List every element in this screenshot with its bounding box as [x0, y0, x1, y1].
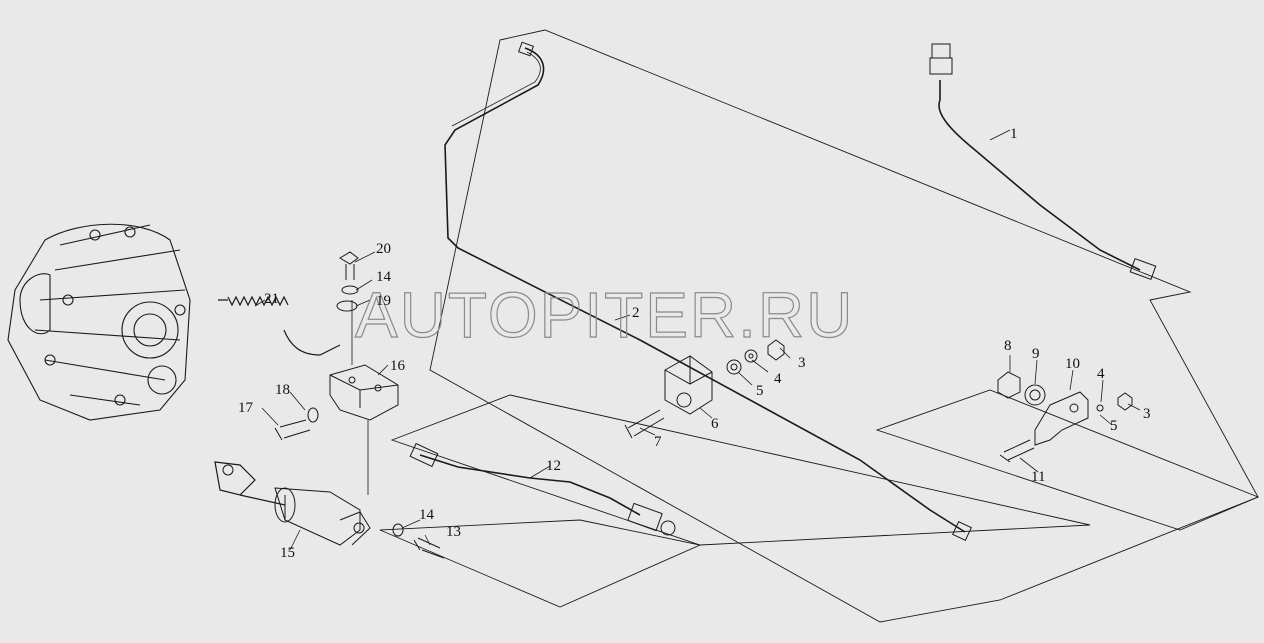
callout-15: 15	[280, 545, 295, 561]
plane-bottom	[379, 519, 702, 608]
callout-3-right: 3	[1143, 406, 1151, 422]
pipe-12	[419, 454, 641, 516]
callout-7: 7	[654, 434, 662, 450]
pipe-2	[444, 47, 966, 533]
callout-17: 17	[238, 400, 254, 416]
callout-4-right: 4	[1097, 366, 1105, 382]
callout-12: 12	[546, 458, 561, 474]
clip-block-6	[664, 355, 713, 415]
plane-right	[875, 389, 1260, 531]
callout-21: 21	[264, 291, 279, 307]
callout-13: 13	[446, 524, 461, 540]
cylinder-15	[274, 487, 361, 546]
callout-14-lower: 14	[419, 507, 435, 523]
callout-3: 3	[798, 355, 806, 371]
plane-left	[390, 394, 1091, 546]
washer-9	[1024, 384, 1046, 406]
callout-16: 16	[390, 358, 406, 374]
callout-1: 1	[1010, 126, 1018, 142]
callout-20: 20	[376, 241, 391, 257]
nut-8	[997, 371, 1021, 399]
callout-18: 18	[275, 382, 290, 398]
callout-9: 9	[1032, 346, 1040, 362]
callout-11: 11	[1031, 469, 1045, 485]
callout-2: 2	[632, 305, 640, 321]
spring-21	[218, 295, 341, 356]
callouts: 1 2 3 4 5 6 7 8 9 10 11 12 13 14 15 16 1…	[238, 126, 1151, 561]
callout-8: 8	[1004, 338, 1012, 354]
clutch-housing	[7, 223, 191, 421]
callout-4: 4	[774, 371, 782, 387]
callout-6: 6	[711, 416, 719, 432]
callout-10: 10	[1065, 356, 1080, 372]
pipe-1	[938, 80, 1141, 271]
callout-5-right: 5	[1110, 418, 1118, 434]
callout-19: 19	[376, 293, 391, 309]
callout-5: 5	[756, 383, 764, 399]
watermark: AUTOPITER.RU	[355, 279, 854, 351]
bracket-16	[329, 364, 399, 421]
callout-14-upper: 14	[376, 269, 392, 285]
bracket-10	[1034, 391, 1089, 446]
